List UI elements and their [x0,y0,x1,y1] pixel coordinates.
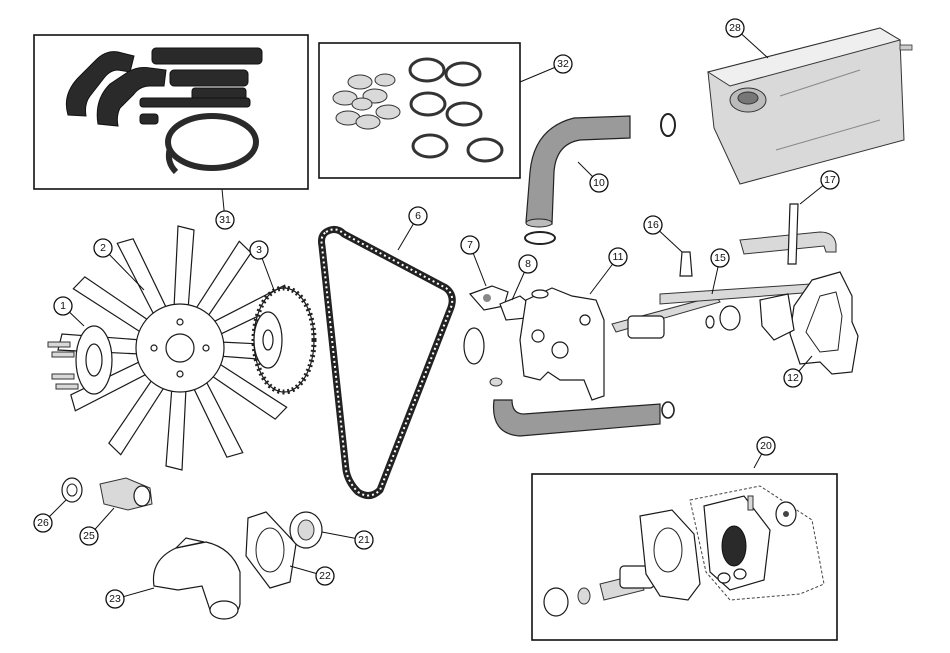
callout-20: 20 [756,436,776,456]
heater-pipe [739,203,837,265]
callout-20-label: 20 [760,440,772,452]
callout-1: 1 [53,296,73,316]
callout-23: 23 [105,589,125,609]
callout-31-circle [215,210,235,230]
pump-shaft [611,281,843,339]
callout-10-label: 10 [593,177,605,189]
callout-15-circle [710,248,730,268]
callout-23-label: 23 [109,593,121,605]
thermostat-housing [152,537,241,620]
callout-1-circle [53,296,73,316]
hose-kit-box [33,34,309,190]
callout-26-label: 26 [37,517,49,529]
bottom-hose [492,399,675,437]
callout-3-label: 3 [256,244,262,256]
callout-15-label: 15 [714,252,726,264]
callout-7: 7 [460,235,480,255]
callout-28-circle [725,18,745,38]
callout-2-circle [93,238,113,258]
callout-32-label: 32 [557,58,569,70]
callout-21-circle [354,530,374,550]
clip-kit-box [318,42,521,179]
callout-17-label: 17 [824,174,836,186]
callout-11: 11 [608,247,628,267]
top-hose [524,113,676,245]
callout-23-circle [105,589,125,609]
callout-12-label: 12 [787,372,799,384]
fan-spacer-and-bolts [47,325,113,395]
callout-2: 2 [93,238,113,258]
callout-22-label: 22 [319,570,331,582]
expansion-tank [706,27,913,185]
callout-32-circle [553,54,573,74]
callout-22: 22 [315,566,335,586]
callout-25-label: 25 [83,530,95,542]
callout-25: 25 [79,526,99,546]
fan-blade [57,225,303,471]
callout-8-label: 8 [525,258,531,270]
callout-8: 8 [518,254,538,274]
callout-11-circle [608,247,628,267]
callout-32: 32 [553,54,573,74]
union-fitting [61,477,153,511]
callout-10: 10 [589,173,609,193]
callout-3-circle [249,240,269,260]
callout-7-label: 7 [467,239,473,251]
callout-11-label: 11 [613,251,624,263]
callout-31: 31 [215,210,235,230]
fan-belt [318,225,456,499]
water-pump [463,285,605,401]
thermostat-gasket [245,511,297,589]
callout-21: 21 [354,530,374,550]
callout-17: 17 [820,170,840,190]
callout-2-label: 2 [100,242,106,254]
hose-clip-kit-parts [332,57,504,163]
callout-12: 12 [783,368,803,388]
callout-28-label: 28 [729,22,741,34]
callout-21-label: 21 [358,534,370,546]
callout-26: 26 [33,513,53,533]
callout-16-label: 16 [647,219,659,231]
callout-8-circle [518,254,538,274]
callout-3: 3 [249,240,269,260]
pump-gasket [759,271,859,375]
callout-15: 15 [710,248,730,268]
callout-16: 16 [643,215,663,235]
callout-10-circle [589,173,609,193]
callout-6-label: 6 [415,210,421,222]
callout-28: 28 [725,18,745,38]
callout-17-circle [820,170,840,190]
water-pump-kit-parts [543,485,825,617]
callout-22-circle [315,566,335,586]
thermostat [289,511,323,549]
hose-kit-parts [65,47,263,175]
water-pump-kit-box [531,473,838,641]
callout-20-circle [756,436,776,456]
fan-pulley [251,285,317,395]
bracket [679,251,693,277]
callout-6-circle [408,206,428,226]
callout-7-circle [460,235,480,255]
callout-6: 6 [408,206,428,226]
callout-31-label: 31 [219,214,231,226]
callout-26-circle [33,513,53,533]
callout-25-circle [79,526,99,546]
callout-1-label: 1 [60,300,66,312]
callout-16-circle [643,215,663,235]
callout-12-circle [783,368,803,388]
